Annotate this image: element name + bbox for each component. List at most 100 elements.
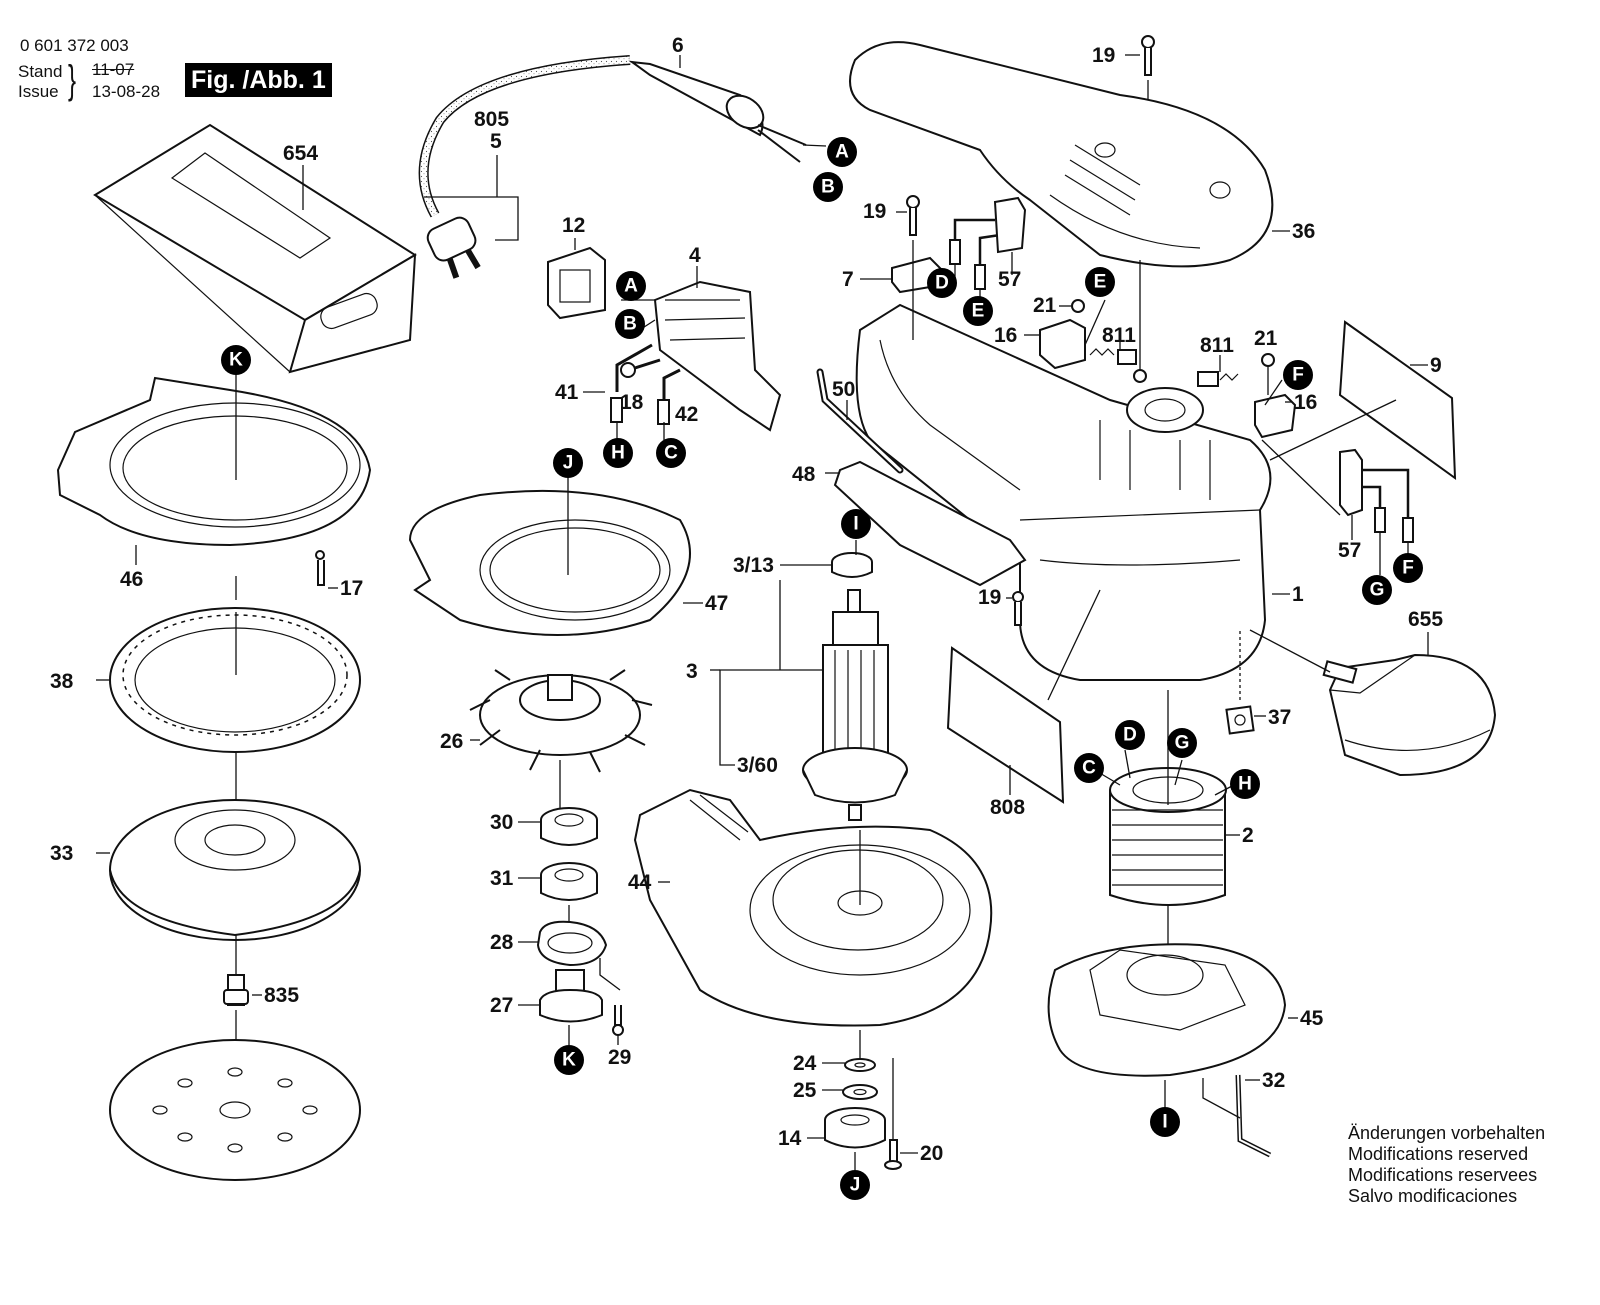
ref-markers: A B A B H C D E E F F G K J I D G C H K … [221,137,1423,1200]
notice-line-es: Salvo modificaciones [1348,1186,1518,1206]
ref-marker: J [553,448,583,478]
ref-marker: I [1150,1107,1180,1137]
ref-marker: F [1283,360,1313,390]
part-label: 811 [1102,324,1136,347]
part-label: 3/13 [733,554,774,577]
svg-text:J: J [850,1175,861,1196]
part-label: 48 [792,463,816,486]
svg-text:I: I [853,514,858,535]
bearing-30-drawing [518,807,598,846]
dust-bag-drawing [93,123,417,374]
svg-text:E: E [972,301,985,322]
old-date-struck: 11-07 [92,60,135,79]
svg-text:D: D [935,273,949,294]
ref-marker: A [827,137,857,167]
notice-line-fr: Modifications reservees [1348,1165,1538,1185]
part-label: 16 [1294,391,1317,414]
ref-marker: I [841,509,871,539]
part-label: 4 [689,244,701,267]
part-label: 45 [1300,1007,1324,1030]
svg-text:C: C [664,443,678,464]
svg-text:G: G [1175,733,1190,754]
svg-text:K: K [562,1050,576,1071]
part-label: 24 [793,1052,817,1075]
part-label: 3/60 [737,754,778,777]
ref-marker: C [1074,753,1104,783]
part-label: 30 [490,811,513,834]
part-label: 21 [1033,294,1057,317]
ref-marker: K [554,1045,584,1075]
ref-marker: H [603,438,633,468]
ref-marker: J [840,1170,870,1200]
part-label: 5 [490,130,502,153]
notice-line-en: Modifications reserved [1348,1144,1529,1164]
sanding-disc-drawing [109,1039,361,1181]
stator-drawing [1097,690,1240,960]
sanding-pad-33-drawing [96,799,361,975]
label-plate-drawing [946,320,1457,804]
ref-marker: B [615,309,645,339]
armature-drawing [710,540,908,821]
svg-text:G: G [1370,580,1385,601]
bearing-31-drawing [518,862,598,925]
ref-marker: E [1085,267,1115,297]
part-label: 17 [340,577,363,600]
svg-text:F: F [1292,365,1304,386]
pad-screw-835-drawing [223,974,262,1060]
svg-text:J: J [563,453,574,474]
brush-holder-drawing [860,195,1414,575]
part-label: 47 [705,592,728,615]
part-label: 811 [1200,334,1234,357]
svg-text:E: E [1094,272,1107,293]
svg-text:F: F [1402,558,1414,579]
svg-text:H: H [611,443,625,464]
ref-marker: H [1230,769,1260,799]
part-labels: 6 805 5 654 12 4 41 18 42 19 19 19 7 57 … [50,34,1443,1165]
dust-box-drawing [1249,629,1497,777]
part-label: 19 [978,586,1001,609]
part-label: 805 [474,108,509,131]
part-label: 29 [608,1046,631,1069]
part-label: 46 [120,568,143,591]
part-label: 835 [264,984,299,1007]
washers-drawing [807,1058,918,1170]
part-label: 38 [50,670,74,693]
baffle-plate-47-drawing [408,476,703,636]
svg-text:I: I [1162,1112,1167,1133]
svg-text:H: H [1238,774,1252,795]
part-label: 41 [555,381,579,404]
ref-marker: D [927,268,957,298]
flange-28-drawing [518,920,621,991]
ref-marker: D [1115,720,1145,750]
part-label: 2 [1242,824,1254,847]
part-label: 28 [490,931,514,954]
part-label: 654 [283,142,318,165]
part-label: 3 [686,660,698,683]
ref-marker: F [1393,553,1423,583]
brace-glyph: } [68,58,77,102]
part-label: 25 [793,1079,817,1102]
issue-date: 13-08-28 [92,82,161,101]
svg-text:D: D [1123,725,1137,746]
ref-marker: B [813,172,843,202]
seal-ring-38-drawing [96,607,361,800]
top-cover-drawing [849,35,1290,268]
part-label: 21 [1254,327,1278,350]
cord-guard-drawing [628,55,827,163]
ref-marker: G [1362,575,1392,605]
ref-marker: G [1167,728,1197,758]
document-number: 0 601 372 003 [20,36,129,55]
svg-text:C: C [1082,758,1096,779]
part-label: 36 [1292,220,1315,243]
part-label: 12 [562,214,585,237]
base-shroud-44-drawing [633,788,993,1140]
part-label: 37 [1268,706,1291,729]
part-label: 7 [842,268,854,291]
part-label: 57 [998,268,1021,291]
part-label: 26 [440,730,463,753]
part-label: 18 [620,391,644,414]
svg-text:K: K [229,350,243,371]
hex-key-drawing [816,368,1027,587]
